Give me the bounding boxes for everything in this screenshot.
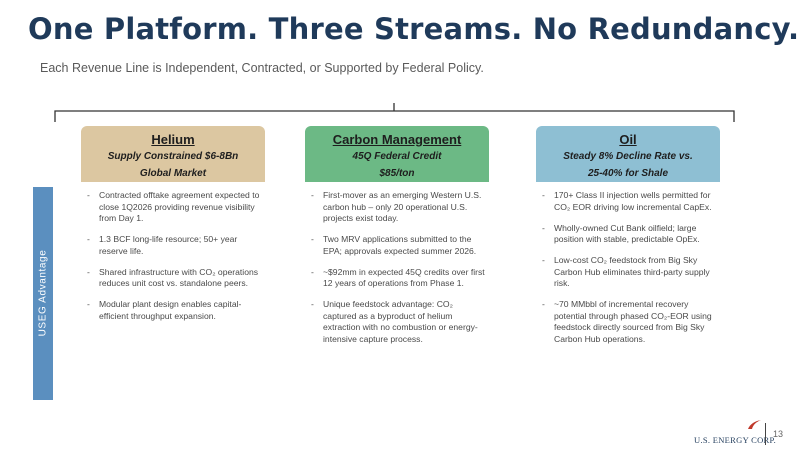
column-subtitle-line2: Global Market [139,168,207,179]
column-oil: Oil Steady 8% Decline Rate vs. 25-40% fo… [536,126,720,355]
bullet-text: ~$92mm in expected 45Q credits over firs… [323,266,485,289]
bullet-text: Shared infrastructure with CO₂ operation… [99,266,259,289]
list-item: -~70 MMbbl of incremental recovery poten… [542,299,712,344]
bullet-text: Wholly-owned Cut Bank oilfield; large po… [554,222,700,245]
bullet-text: Low-cost CO₂ feedstock from Big Sky Carb… [554,255,710,288]
list-item: -Unique feedstock advantage: CO₂ capture… [311,299,478,344]
bullet-text: 1.3 BCF long-life resource; 50+ year res… [99,234,238,256]
bullet-list: -First-mover as an emerging Western U.S.… [305,182,489,345]
column-subtitle-line1: Supply Constrained $6-8Bn [107,151,239,162]
bracket-connector [54,103,735,122]
side-label: USEG Advantage [37,249,49,337]
column-subtitle-line2: 25-40% for Shale [587,168,669,179]
footer-divider [765,423,766,445]
page-title: One Platform. Three Streams. No Redundan… [28,12,800,46]
column-subtitle-line1: 45Q Federal Credit [352,151,442,162]
column-helium: Helium Supply Constrained $6-8Bn Global … [81,126,265,332]
column-title: Oil [619,132,637,147]
bullet-text: Contracted offtake agreement expected to… [99,190,260,223]
bullet-text: Two MRV applications submitted to the EP… [323,234,477,256]
column-subtitle-line1: Steady 8% Decline Rate vs. [563,151,693,162]
list-item: -Wholly-owned Cut Bank oilfield; large p… [542,222,700,245]
list-item: -1.3 BCF long-life resource; 50+ year re… [87,234,238,256]
page-subtitle: Each Revenue Line is Independent, Contra… [40,61,484,75]
column-subtitle-line2: $85/ton [379,168,415,179]
list-item: -~$92mm in expected 45Q credits over fir… [311,266,485,289]
column-title: Helium [151,132,195,147]
bullet-list: -170+ Class II injection wells permitted… [536,182,720,345]
bullet-text: ~70 MMbbl of incremental recovery potent… [554,299,712,344]
page-number: 13 [773,429,784,439]
column-header-helium: Helium Supply Constrained $6-8Bn Global … [81,126,265,182]
column-carbon-management: Carbon Management 45Q Federal Credit $85… [305,126,489,355]
list-item: -Contracted offtake agreement expected t… [87,190,260,223]
flame-icon [748,420,761,429]
list-item: -Low-cost CO₂ feedstock from Big Sky Car… [542,255,710,288]
bullet-text: 170+ Class II injection wells permitted … [554,190,712,212]
bullet-text: First-mover as an emerging Western U.S. … [323,190,482,223]
company-logo: U.S. ENERGY CORP. [694,420,777,448]
list-item: -170+ Class II injection wells permitted… [542,190,712,212]
column-header-carbon: Carbon Management 45Q Federal Credit $85… [305,126,489,182]
list-item: -Shared infrastructure with CO₂ operatio… [87,266,259,289]
logo-text: U.S. ENERGY CORP. [694,435,777,445]
list-item: -Modular plant design enables capital-ef… [87,299,242,321]
column-header-oil: Oil Steady 8% Decline Rate vs. 25-40% fo… [536,126,720,182]
side-tab [33,187,53,400]
bullet-text: Unique feedstock advantage: CO₂ captured… [323,299,478,344]
list-item: -Two MRV applications submitted to the E… [311,234,477,256]
bullet-text: Modular plant design enables capital-eff… [99,299,242,321]
column-title: Carbon Management [332,132,462,147]
bullet-list: -Contracted offtake agreement expected t… [81,182,265,322]
list-item: -First-mover as an emerging Western U.S.… [311,190,482,223]
